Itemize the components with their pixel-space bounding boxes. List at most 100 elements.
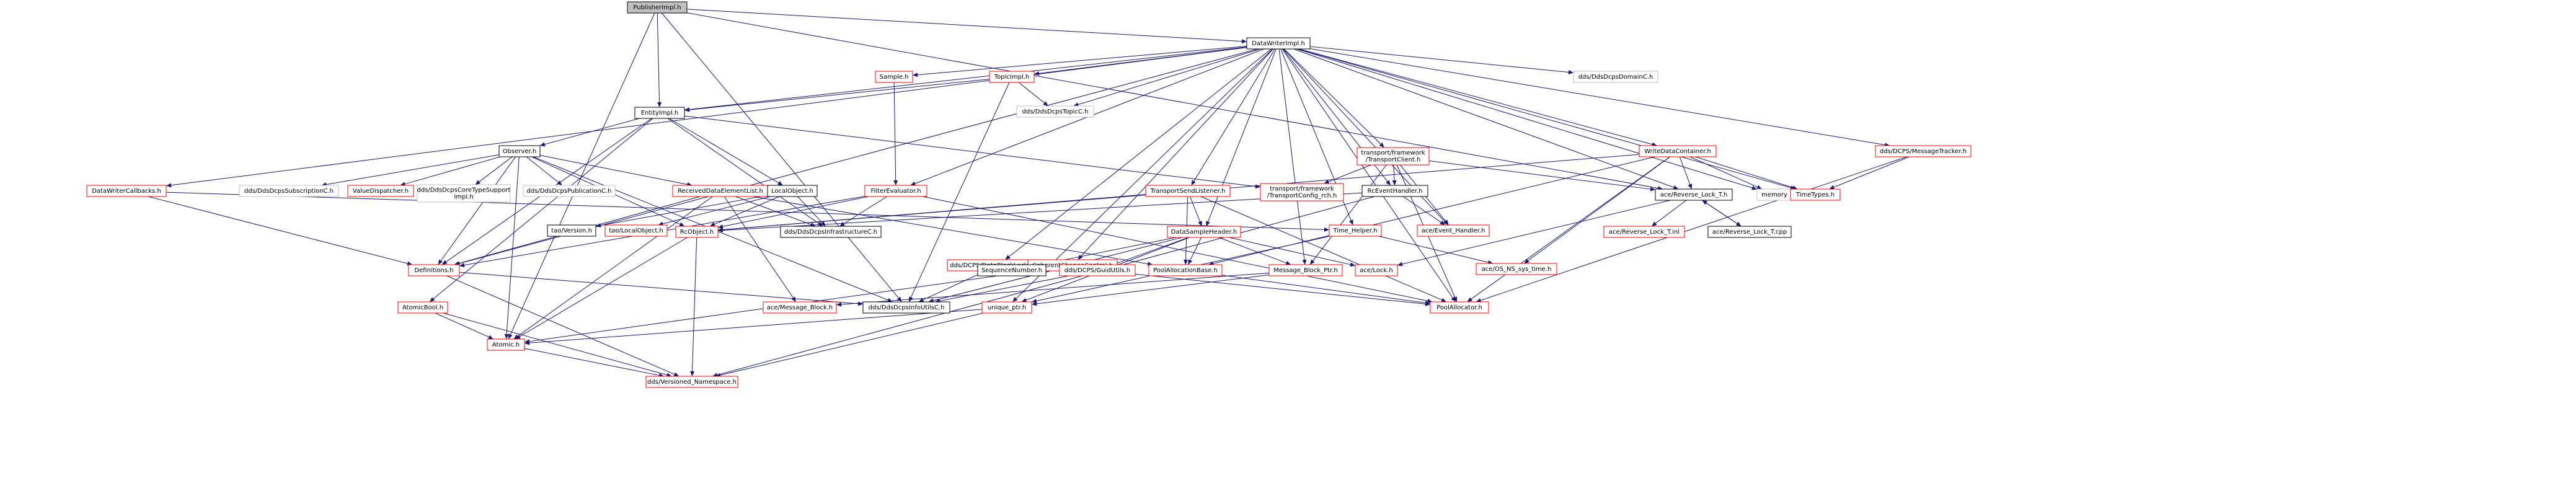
node-n33[interactable]: tao/LocalObject.h [604, 224, 668, 237]
edge-n3-to-n45 [910, 82, 1010, 298]
edge-n7-to-n11 [479, 156, 513, 182]
edge-n13-to-n48 [517, 196, 713, 337]
node-label: ace/Reverse_Lock_T.inl [1609, 229, 1680, 236]
edge-n7-to-n10 [405, 156, 500, 185]
node-n49[interactable]: dds/Versioned_Namespace.h [645, 376, 738, 388]
node-box [645, 376, 738, 388]
node-box [498, 145, 541, 157]
node-n0[interactable]: PublisherImpl.h [627, 1, 688, 14]
node-n13[interactable]: ReceivedDataElementList.h [672, 185, 769, 197]
node-box [1655, 188, 1733, 201]
node-n29[interactable]: ace/Reverse_Lock_T.inl [1603, 226, 1685, 238]
edge-n24-to-n26 [1695, 156, 1793, 188]
node-n22[interactable]: Time_Helper.h [1329, 224, 1382, 237]
node-n14[interactable]: LocalObject.h [767, 185, 818, 197]
node-n10[interactable]: ValueDispatcher.h [347, 185, 414, 197]
arrowhead-n19-to-n20 [1324, 179, 1330, 184]
edge-n6-to-n35 [667, 118, 819, 224]
node-n34[interactable]: RcObject.h [675, 226, 719, 238]
node-n18[interactable]: TransportSendListener.h [1145, 185, 1231, 197]
arrowhead-n34-to-n48 [515, 334, 521, 339]
node-n2[interactable]: Sample.h [875, 71, 913, 83]
node-n20[interactable]: transport/framework/TransportConfig_rch.… [1260, 183, 1344, 201]
arrowhead-n7-to-n34 [679, 222, 685, 226]
edge-n1-to-n5 [1309, 46, 1569, 73]
node-label: ace/Message_Block.h [767, 304, 833, 311]
node-n3[interactable]: TopicImpl.h [989, 71, 1035, 83]
node-box [1361, 185, 1428, 197]
node-n45[interactable]: dds/DdsDcpsInfoUtilsC.h [862, 301, 950, 314]
node-n24[interactable]: WriteDataContainer.h [1639, 145, 1717, 157]
arrowhead-n16-to-n45 [918, 298, 924, 302]
arrowhead-n15-to-n37 [459, 263, 465, 268]
arrowhead-n40-to-n47 [1425, 301, 1430, 306]
edge-n27-to-n26 [1833, 156, 1910, 188]
node-n35[interactable]: dds/DdsDcpsInfrastructureC.h [780, 226, 882, 238]
node-n31[interactable]: ace/OS_NS_sys_time.h [1476, 263, 1557, 275]
node-label: AtomicBool.h [402, 304, 443, 311]
node-n32[interactable]: tao/Version.h [547, 224, 596, 237]
node-box [604, 224, 668, 237]
node-box [1016, 105, 1094, 118]
node-n43[interactable]: AtomicBool.h [397, 301, 448, 314]
node-label: dds/DdsDcpsTopicC.h [1022, 108, 1089, 115]
node-n28[interactable]: ace/Reverse_Lock_T.h [1655, 188, 1733, 201]
node-n27[interactable]: dds/DCPS/MessageTracker.h [1875, 145, 1972, 157]
node-n8[interactable]: DataWriterCallbacks.h [86, 185, 167, 197]
node-n1[interactable]: DataWriterImpl.h [1246, 37, 1311, 50]
arrowhead-n34-to-n49 [690, 371, 695, 376]
node-box [1430, 301, 1489, 314]
edge-n13-to-n44 [724, 196, 794, 298]
arrowhead-n1-to-n36 [1206, 221, 1210, 226]
node-n42[interactable]: ace/Lock.h [1355, 264, 1398, 276]
node-label: FilterEvaluator.h [870, 188, 921, 195]
edge-n14-to-n34 [714, 196, 780, 225]
node-n15[interactable]: FilterEvaluator.h [864, 185, 927, 197]
node-label: transport/framework [1270, 186, 1334, 193]
node-n30[interactable]: ace/Reverse_Lock_T.cpp [1707, 226, 1792, 238]
node-n7[interactable]: Observer.h [498, 145, 541, 157]
node-n47[interactable]: PoolAllocator.h [1430, 301, 1489, 314]
edge-n0-to-n28 [686, 12, 1658, 189]
node-n26[interactable]: TimeTypes.h [1790, 188, 1841, 201]
arrowhead-n43-to-n48 [488, 335, 494, 339]
node-n41[interactable]: Message_Block_Ptr.h [1268, 264, 1343, 276]
arrowhead-n6-to-n14 [777, 180, 783, 185]
arrowhead-n1-to-n17 [1078, 254, 1083, 260]
arrowhead-n1-to-n16 [1005, 255, 1011, 260]
arrowhead-n1-to-n19 [1379, 142, 1384, 148]
node-label: dds/DdsDcpsCoreTypeSupport [417, 187, 511, 194]
node-n5: dds/DdsDcpsDomainC.h [1573, 71, 1658, 83]
node-n23[interactable]: ace/Event_Handler.h [1417, 224, 1490, 237]
edge-n1-to-n8 [170, 47, 1247, 186]
node-n36[interactable]: DataSampleHeader.h [1167, 226, 1241, 238]
node-box [523, 185, 616, 197]
arrowhead-n36-to-n42 [1350, 262, 1355, 267]
edge-n6-to-n20 [684, 115, 1256, 187]
edge-n1-to-n46 [1016, 48, 1273, 299]
arrowhead-n1-to-n18 [1191, 180, 1196, 185]
node-n19[interactable]: transport/framework/TransportClient.h [1357, 147, 1430, 166]
node-n37[interactable]: Definitions.h [408, 264, 460, 276]
node-n40[interactable]: PoolAllocationBase.h [1148, 264, 1223, 276]
arrowhead-n1-to-n4 [1073, 102, 1079, 107]
arrowhead-n14-to-n34 [710, 222, 715, 227]
node-n39[interactable]: dds/DCPS/GuidUtils.h [1059, 264, 1136, 276]
node-n38[interactable]: SequenceNumber.h [977, 264, 1047, 276]
edge-n1-to-n19 [1283, 48, 1381, 144]
edge-n1-to-n41 [1278, 48, 1305, 260]
arrowhead-n18-to-n36 [1198, 221, 1202, 226]
node-n46[interactable]: unique_ptr.h [981, 301, 1032, 314]
edge-n46-to-n49 [720, 312, 984, 376]
edge-n41-to-n46 [1036, 274, 1270, 304]
node-n6[interactable]: EntityImpl.h [634, 107, 685, 119]
node-box [86, 185, 167, 197]
arrowhead-n1-to-n3 [1034, 71, 1040, 76]
node-label: transport/framework [1361, 150, 1425, 157]
node-label: ace/Reverse_Lock_T.h [1660, 192, 1728, 198]
node-n48[interactable]: Atomic.h [487, 338, 525, 351]
edge-n1-to-n16 [1009, 48, 1272, 257]
node-n44[interactable]: ace/Message_Block.h [763, 301, 837, 314]
node-n12: dds/DdsDcpsPublicationC.h [523, 185, 616, 197]
node-n21[interactable]: RcEventHandler.h [1361, 185, 1428, 197]
